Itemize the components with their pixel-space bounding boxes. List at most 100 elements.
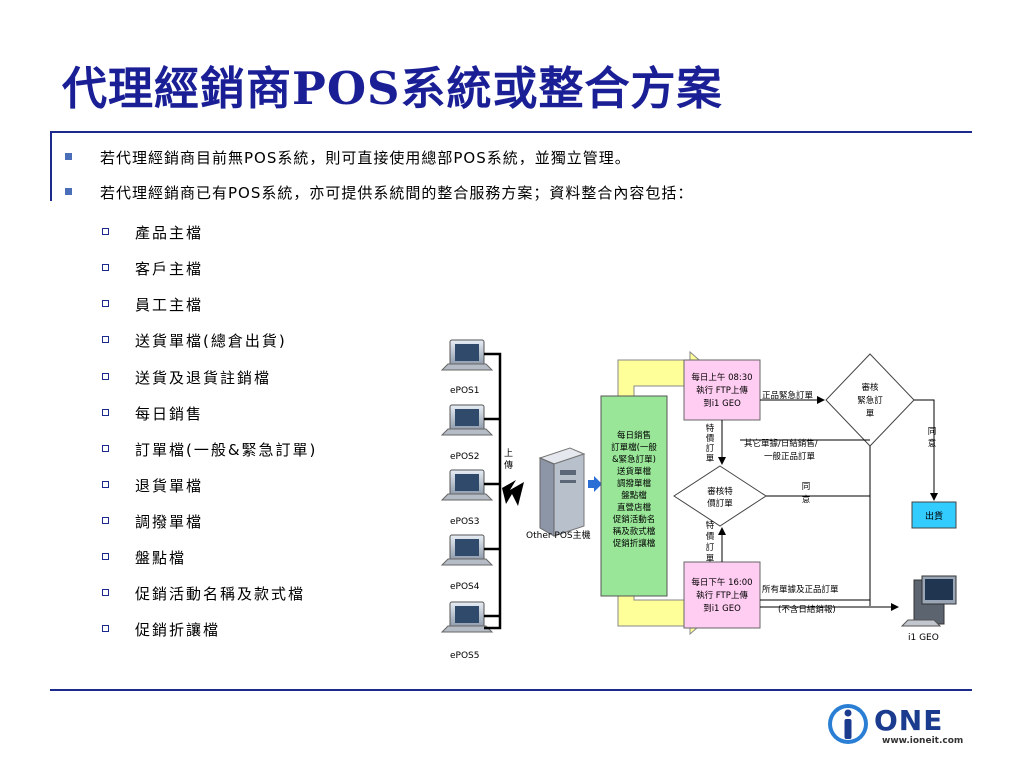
hollow-square-bullet-icon: [102, 373, 109, 380]
ship-label: 出貨: [925, 510, 943, 522]
epos-label: ePOS2: [450, 452, 480, 462]
ftp-afternoon-line: 每日下午 16:00: [691, 577, 752, 588]
all-docs-label: 所有單據及正品訂單: [762, 584, 839, 595]
page-title: 代理經銷商POS系統或整合方案: [62, 62, 723, 115]
left-divider: [50, 131, 52, 201]
sub-list-item: 促銷活動名稱及款式檔: [102, 583, 305, 604]
info-globe-icon: [828, 704, 868, 744]
other-orders-label: 其它單據/日結銷售/: [744, 438, 818, 449]
hollow-square-bullet-icon: [102, 409, 109, 416]
epos-label: ePOS5: [450, 651, 480, 661]
decision-label: 緊急訂: [857, 395, 883, 406]
logo-wordmark: ONE: [874, 704, 944, 737]
data-item: 每日銷售: [617, 430, 651, 441]
agree-label: 意: [928, 438, 937, 449]
ftp-morning-line: 執行 FTP上傳: [696, 385, 748, 396]
flow-line: [760, 599, 871, 606]
epos-label: ePOS3: [450, 517, 480, 527]
arrow-right-icon: [588, 476, 602, 492]
data-item: 促銷折讓檔: [613, 538, 656, 549]
ftp-afternoon-box: [683, 561, 761, 629]
sub-list-item: 送貨及退貨註銷檔: [102, 367, 271, 388]
data-item: 訂單檔(一般: [611, 442, 657, 453]
epos-terminal: ePOS5: [440, 601, 494, 661]
special-order-top-label: 價: [706, 434, 715, 444]
hollow-square-bullet-icon: [102, 336, 109, 343]
epos-terminal: ePOS2: [440, 404, 494, 462]
server-icon: [538, 447, 586, 537]
data-item: 直營店檔: [617, 502, 652, 513]
logo-url: www.ioneit.com: [882, 736, 964, 746]
workstation-icon: [900, 575, 957, 627]
decision-label: 審核特: [707, 486, 733, 497]
ftp-afternoon-line: 執行 FTP上傳: [696, 590, 748, 601]
company-logo: ONE www.ioneit.com: [826, 698, 976, 750]
data-item: 促銷活動名: [613, 514, 656, 525]
special-order-top-label: 特: [706, 423, 715, 434]
special-order-bottom-label: 單: [706, 554, 715, 564]
ftp-afternoon-line: 到i1 GEO: [703, 604, 741, 614]
agree-label: 意: [802, 494, 811, 505]
sub-list-item: 盤點檔: [102, 547, 186, 568]
sub-list-item: 訂單檔(一般&緊急訂單): [102, 439, 317, 460]
decision-label: 審核: [861, 382, 879, 393]
special-order-top-label: 訂: [706, 443, 715, 454]
review-special-decision: [673, 465, 767, 527]
all-docs-label: (不含日結銷報): [778, 604, 836, 615]
hollow-square-bullet-icon: [102, 589, 109, 596]
server-label: Other POS主機: [526, 529, 591, 541]
urgent-order-label: 正品緊急訂單: [762, 390, 814, 401]
hollow-square-bullet-icon: [102, 300, 109, 307]
network-bus: [484, 352, 502, 630]
epos-label: ePOS1: [450, 386, 480, 396]
hollow-square-bullet-icon: [102, 445, 109, 452]
square-bullet-icon: [65, 188, 72, 195]
sub-list-item: 員工主檔: [102, 294, 203, 315]
upload-label: 上: [504, 448, 513, 459]
epos-terminal: ePOS1: [440, 339, 494, 396]
flow-arrow: [914, 399, 938, 501]
bottom-divider: [50, 689, 972, 691]
agree-label: 同: [802, 482, 811, 492]
other-orders-label: 一般正品訂單: [764, 451, 816, 462]
top-divider: [50, 131, 972, 133]
ftp-morning-line: 到i1 GEO: [703, 399, 741, 409]
special-order-bottom-label: 特: [706, 520, 715, 531]
bullet-item: 若代理經銷商已有POS系統，亦可提供系統間的整合服務方案；資料整合內容包括：: [65, 182, 693, 203]
sub-list-item: 退貨單檔: [102, 475, 203, 496]
data-item: &緊急訂單): [612, 454, 656, 465]
sub-list-item: 促銷折讓檔: [102, 619, 220, 640]
hollow-square-bullet-icon: [102, 553, 109, 560]
sub-list-item: 調撥單檔: [102, 511, 203, 532]
i1geo-label: i1 GEO: [908, 633, 939, 643]
square-bullet-icon: [65, 153, 72, 160]
pos-integration-flow-diagram: ePOS1 ePOS2 ePOS3 ePOS4 ePOS5 上 傳: [440, 339, 957, 661]
epos-terminal: ePOS4: [440, 534, 494, 592]
lightning-connection-icon: [502, 480, 524, 506]
decision-label: 價訂單: [707, 498, 733, 509]
epos-label: ePOS4: [450, 582, 480, 592]
data-item: 調撥單檔: [617, 478, 652, 489]
special-order-bottom-label: 價: [706, 532, 715, 542]
decision-label: 單: [866, 409, 875, 419]
hollow-square-bullet-icon: [102, 264, 109, 271]
special-order-bottom-label: 訂: [706, 542, 715, 553]
data-item: 盤點檔: [621, 490, 647, 501]
ship-box: [911, 501, 957, 529]
special-order-top-label: 單: [706, 454, 715, 464]
bullet-item: 若代理經銷商目前無POS系統，則可直接使用總部POS系統，並獨立管理。: [65, 147, 631, 168]
agree-label: 同: [928, 427, 937, 437]
ftp-morning-line: 每日上午 08:30: [691, 372, 752, 383]
integration-data-box: [600, 395, 668, 597]
data-item: 稱及款式檔: [613, 526, 656, 537]
sub-list-item: 送貨單檔(總倉出貨): [102, 330, 287, 351]
sub-list-item: 產品主檔: [102, 222, 203, 243]
sub-list-item: 客戶主檔: [102, 258, 203, 279]
hollow-square-bullet-icon: [102, 481, 109, 488]
epos-terminal: ePOS3: [440, 469, 494, 527]
upload-label: 傳: [504, 459, 513, 471]
sub-list-item: 每日銷售: [102, 403, 203, 424]
hollow-square-bullet-icon: [102, 517, 109, 524]
hollow-square-bullet-icon: [102, 228, 109, 235]
data-item: 送貨單檔: [617, 466, 652, 477]
